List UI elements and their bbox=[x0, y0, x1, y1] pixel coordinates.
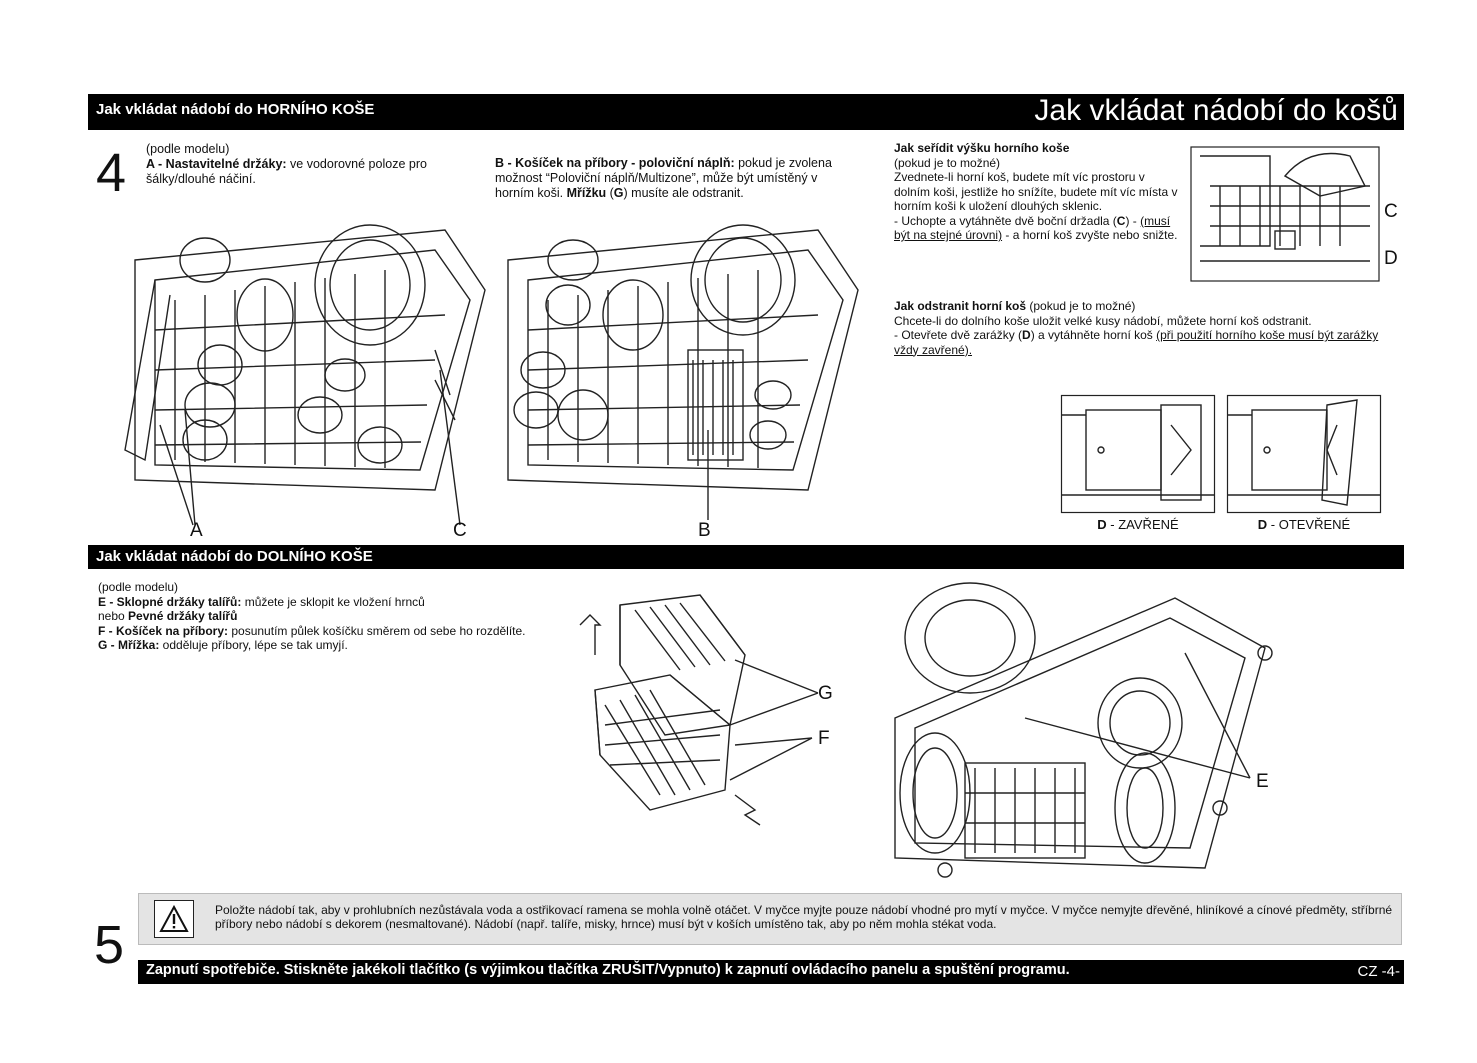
remove-title: Jak odstranit horní koš bbox=[894, 299, 1027, 313]
height-adjust-title: Jak seřídit výšku horního koše bbox=[894, 141, 1070, 155]
latch-open-letter: D bbox=[1257, 517, 1268, 532]
warning-text: Položte nádobí tak, aby v prohlubních ne… bbox=[215, 903, 1393, 931]
height-adjust-para: Zvednete-li horní koš, budete mít víc pr… bbox=[894, 170, 1178, 213]
height-step-1c: - a horní koš zvyšte nebo snižte. bbox=[1002, 228, 1178, 242]
b-text-3: ) musíte ale odstranit. bbox=[623, 186, 744, 200]
e-text-2: nebo bbox=[98, 609, 129, 623]
remove-step-letter: D bbox=[1022, 328, 1031, 342]
callout-g: G bbox=[818, 683, 833, 704]
latch-closed-illustration bbox=[1060, 394, 1216, 514]
latch-closed-letter: D bbox=[1097, 517, 1107, 532]
callout-d: D bbox=[1384, 248, 1398, 269]
a-label: A - Nastavitelné držáky: bbox=[146, 157, 287, 171]
f-text: posunutím půlek košíčku směrem od sebe h… bbox=[228, 623, 526, 638]
remove-step-a: - Otevřete dvě zarážky ( bbox=[894, 328, 1023, 342]
cutlery-basket-illustration bbox=[579, 594, 819, 826]
b-text-1: pokud je zvolena možnost “Poloviční nápl… bbox=[495, 156, 832, 200]
latch-open-caption: D - OTEVŘENÉ bbox=[1227, 517, 1381, 532]
page-title: Jak vkládat nádobí do košů bbox=[1034, 94, 1398, 127]
model-note: (podle modelu) bbox=[146, 142, 230, 156]
height-step-letter: C bbox=[1116, 213, 1126, 228]
footer-instruction: Zapnutí spotřebiče. Stiskněte jakékoli t… bbox=[146, 962, 1070, 978]
height-step-underlined: (musí být na stejné úrovni) bbox=[894, 213, 1171, 243]
latch-closed-caption: D - ZAVŘENÉ bbox=[1061, 517, 1215, 532]
lower-basket-illustration bbox=[894, 582, 1273, 878]
height-adjust-note: (pokud je to možné) bbox=[894, 155, 1001, 170]
e-text: můžete je sklopit ke vložení hrnců bbox=[241, 594, 425, 609]
warning-triangle-icon bbox=[154, 900, 194, 938]
f-label: F - Košíček na příbory: bbox=[98, 623, 229, 638]
latch-closed-text: - ZAVŘENÉ bbox=[1106, 517, 1179, 532]
callout-c: C bbox=[453, 520, 467, 541]
step4-text-b: B - Košíček na příbory - poloviční náplň… bbox=[495, 156, 840, 201]
callout-c-side: C bbox=[1384, 201, 1398, 222]
latch-open-text: - OTEVŘENÉ bbox=[1267, 517, 1351, 532]
callout-a: A bbox=[190, 520, 203, 541]
remove-basket-text: Jak odstranit horní koš (pokud je to mož… bbox=[894, 299, 1404, 357]
callout-f: F bbox=[818, 728, 830, 749]
section-title-lower: Jak vkládat nádobí do DOLNÍHO KOŠE bbox=[96, 548, 373, 565]
section-title-upper: Jak vkládat nádobí do HORNÍHO KOŠE bbox=[96, 101, 375, 118]
warning-box: Položte nádobí tak, aby v prohlubních ne… bbox=[138, 893, 1402, 945]
height-step-1a: - Uchopte a vytáhněte dvě boční držadla … bbox=[894, 213, 1117, 228]
remove-step-b: ) a vytáhněte horní koš bbox=[1030, 328, 1157, 342]
callout-e: E bbox=[1256, 771, 1269, 792]
remove-note: (pokud je to možné) bbox=[1026, 299, 1136, 313]
g-label: G - Mřížka: bbox=[98, 638, 160, 652]
e-fixed: Pevné držáky talířů bbox=[128, 609, 238, 623]
b-text-2: ( bbox=[606, 186, 614, 200]
footer-band: Zapnutí spotřebiče. Stiskněte jakékoli t… bbox=[138, 960, 1404, 984]
e-label: E - Sklopné držáky talířů: bbox=[98, 594, 242, 609]
a-text: ve vodorovné poloze pro šálky/dlouhé náč… bbox=[146, 157, 427, 186]
b-grid-letter: G bbox=[613, 186, 624, 200]
upper-basket-illustration-2 bbox=[507, 224, 859, 520]
height-adjust-text: Jak seřídit výšku horního koše (pokud je… bbox=[894, 141, 1184, 243]
step-number-5: 5 bbox=[94, 915, 125, 975]
latch-open-illustration bbox=[1226, 394, 1382, 514]
height-adjust-illustration bbox=[1190, 146, 1380, 282]
lower-section-band: Jak vkládat nádobí do DOLNÍHO KOŠE bbox=[88, 545, 1404, 569]
b-label: B - Košíček na příbory - poloviční náplň… bbox=[495, 156, 735, 170]
remove-step-underlined: (při použití horního koše musí být zaráž… bbox=[894, 328, 1379, 357]
upper-basket-illustration-1 bbox=[124, 224, 486, 526]
step4-text-a: (podle modelu) A - Nastavitelné držáky: … bbox=[146, 142, 466, 187]
lower-basket-text: (podle modelu) E - Sklopné držáky talířů… bbox=[98, 580, 578, 653]
remove-para: Chcete-li do dolního koše uložit velké k… bbox=[894, 313, 1312, 328]
height-step-1b: ) - bbox=[1125, 213, 1137, 228]
step-number-4: 4 bbox=[96, 143, 127, 203]
page-reference: CZ -4- bbox=[1357, 963, 1401, 980]
lower-model-note: (podle modelu) bbox=[98, 580, 179, 594]
b-grid-label: Mřížku bbox=[566, 186, 607, 200]
g-text: odděluje příbory, lépe se tak umyjí. bbox=[159, 638, 348, 652]
header-band: Jak vkládat nádobí do HORNÍHO KOŠE Jak v… bbox=[88, 94, 1404, 130]
callout-b: B bbox=[698, 520, 711, 541]
